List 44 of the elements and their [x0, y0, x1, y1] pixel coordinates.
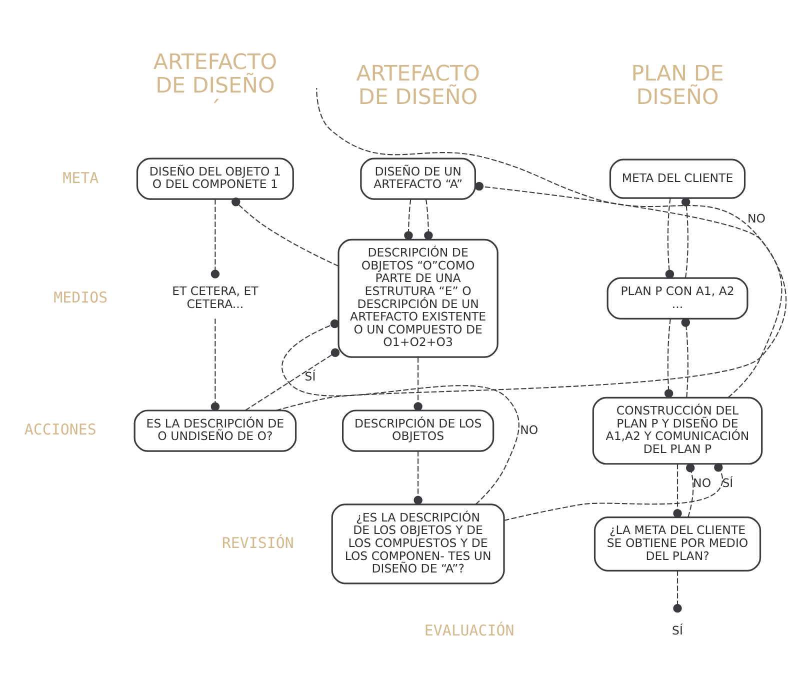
node-box: PLAN P CON A1, A2 ...	[606, 276, 748, 319]
label: ARTEFACTO DE DISEÑO	[356, 61, 480, 110]
connector	[664, 318, 674, 398]
connector	[504, 462, 724, 520]
connector	[232, 197, 339, 266]
connector	[665, 198, 674, 278]
connector	[245, 348, 340, 410]
node-box: DISEÑO DE UN ARTEFACTO “A”	[360, 157, 476, 200]
node-box: META DEL CLIENTE	[609, 158, 746, 198]
label: ACCIONES	[24, 420, 96, 438]
connector	[404, 198, 413, 240]
label: META	[62, 168, 99, 186]
node-box: ¿LA META DEL CLIENTE SE OBTIENE POR MEDIO DEL PLAN?	[594, 516, 762, 571]
connector	[673, 463, 682, 518]
node-box: CONSTRUCCIÓN DEL PLAN P Y DISEÑO DE A1,A2 Y COMUNICACIÓN DEL PLAN P	[592, 396, 763, 464]
connector	[210, 318, 220, 410]
label: MEDIOS	[54, 288, 108, 306]
connector	[414, 356, 422, 410]
connector	[681, 318, 690, 397]
node-text: ET CETERA, ET CETERA...	[172, 283, 258, 310]
edge-label: NO	[693, 476, 712, 490]
edge-label: NO	[520, 422, 538, 436]
label: REVISIÓN	[222, 533, 294, 552]
edge-label: SÍ	[304, 368, 316, 383]
label: PLAN DE DISEÑO	[631, 61, 724, 110]
edge-label: NO	[748, 210, 766, 225]
connector	[210, 198, 220, 278]
connector	[414, 450, 422, 504]
connector	[276, 88, 787, 410]
label: EVALUACIÓN	[424, 620, 514, 639]
node-box: DESCRIPCIÓN DE OBJETOS “O”COMO PARTE DE UNA ESTRUTURA “E” O DESCRIPCIÓN DE UN ARTEFACTO EXISTENTE O UN COMPUESTO DE O1+O2+O3	[338, 238, 498, 358]
connector	[681, 197, 690, 278]
connector	[282, 318, 520, 504]
node-text: SÍ	[672, 623, 683, 637]
node-box: ES LA DESCRIPCIÓN DE O UNDISEÑO DE O?	[134, 409, 297, 452]
connector	[686, 463, 695, 517]
label: ARTEFACTO DE DISEÑO ´	[153, 49, 278, 122]
connector	[673, 570, 682, 612]
node-box: DISEÑO DEL OBJETO 1 O DEL COMPONETE 1	[136, 157, 294, 200]
node-box: ¿ES LA DESCRIPCIÓN DE LOS OBJETOS Y DE LOS COMPUESTOS Y DE LOS COMPONEN- TES UN DISEÑO DE “A”?	[331, 503, 505, 584]
connector	[474, 181, 782, 398]
edge-label: SÍ	[722, 476, 734, 490]
connector	[424, 198, 433, 240]
node-box: DESCRIPCIÓN DE LOS OBJETOS	[342, 409, 494, 452]
